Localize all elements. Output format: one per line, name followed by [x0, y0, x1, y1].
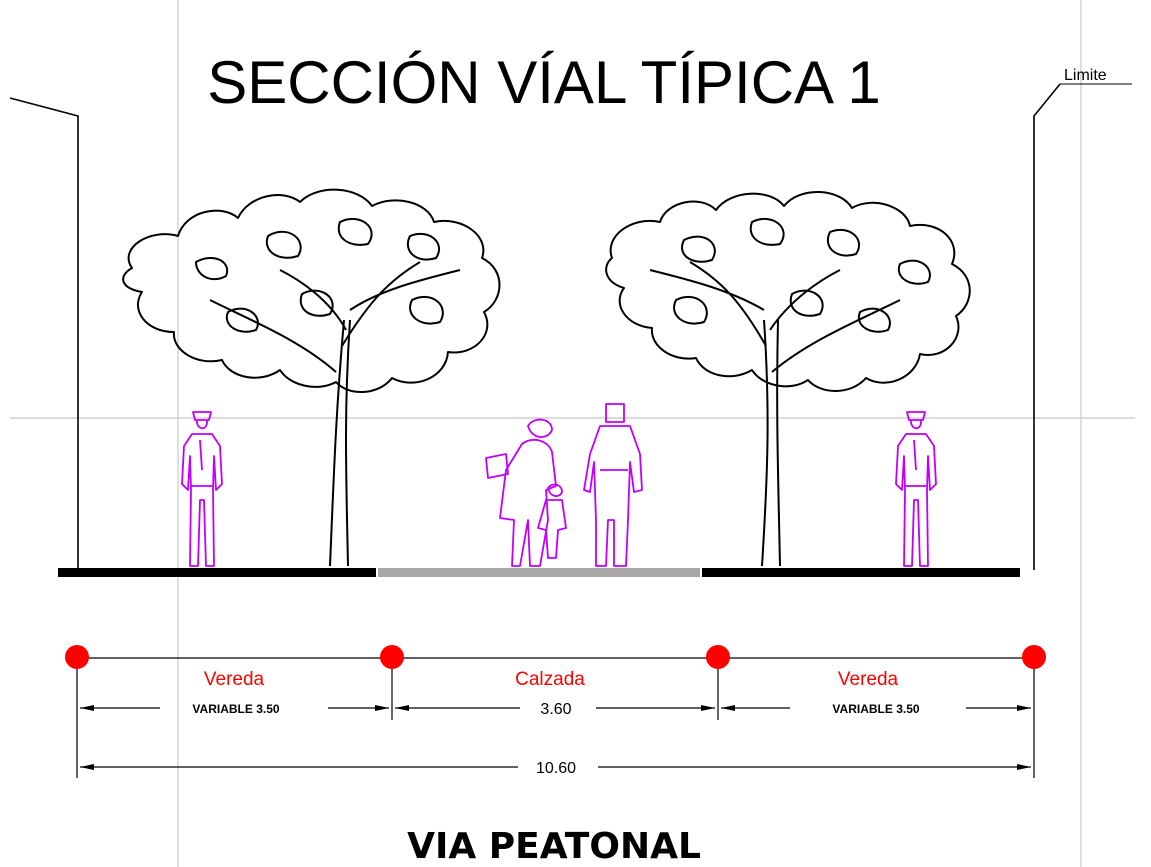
left-property-line — [9, 97, 79, 570]
segment-label-left-sidewalk: Vereda — [204, 669, 265, 690]
total-dimension-line — [80, 764, 1031, 770]
dimension-total: 10.60 — [536, 760, 576, 777]
drawing-footer-title: VIA PEATONAL — [407, 826, 701, 867]
person-icon — [583, 403, 643, 567]
tree-icon — [122, 188, 501, 567]
segment-dimension-line — [80, 705, 1031, 711]
control-point-icon — [65, 645, 89, 669]
dimension-roadway: 3.60 — [540, 701, 571, 718]
drawing-title: SECCIÓN VÍAL TÍPICA 1 — [207, 49, 881, 116]
reference-grid — [10, 0, 1135, 867]
control-point-icon — [1022, 645, 1046, 669]
control-point-icon — [706, 645, 730, 669]
person-icon — [485, 418, 557, 567]
right-sidewalk-surface — [702, 568, 1020, 577]
person-icon — [895, 411, 937, 567]
dimension-right-sidewalk: VARIABLE 3.50 — [832, 702, 919, 716]
segment-label-right-sidewalk: Vereda — [838, 669, 899, 690]
dimension-left-sidewalk: VARIABLE 3.50 — [192, 702, 279, 716]
left-sidewalk-surface — [58, 568, 376, 577]
person-icon — [537, 483, 567, 559]
right-property-line — [1033, 83, 1061, 570]
roadway-surface — [378, 568, 700, 577]
person-icon — [181, 411, 223, 567]
control-point-markers — [65, 645, 1046, 778]
tree-icon — [605, 191, 971, 567]
control-point-icon — [380, 645, 404, 669]
limit-label: Limite — [1064, 67, 1107, 84]
segment-label-roadway: Calzada — [515, 669, 585, 690]
